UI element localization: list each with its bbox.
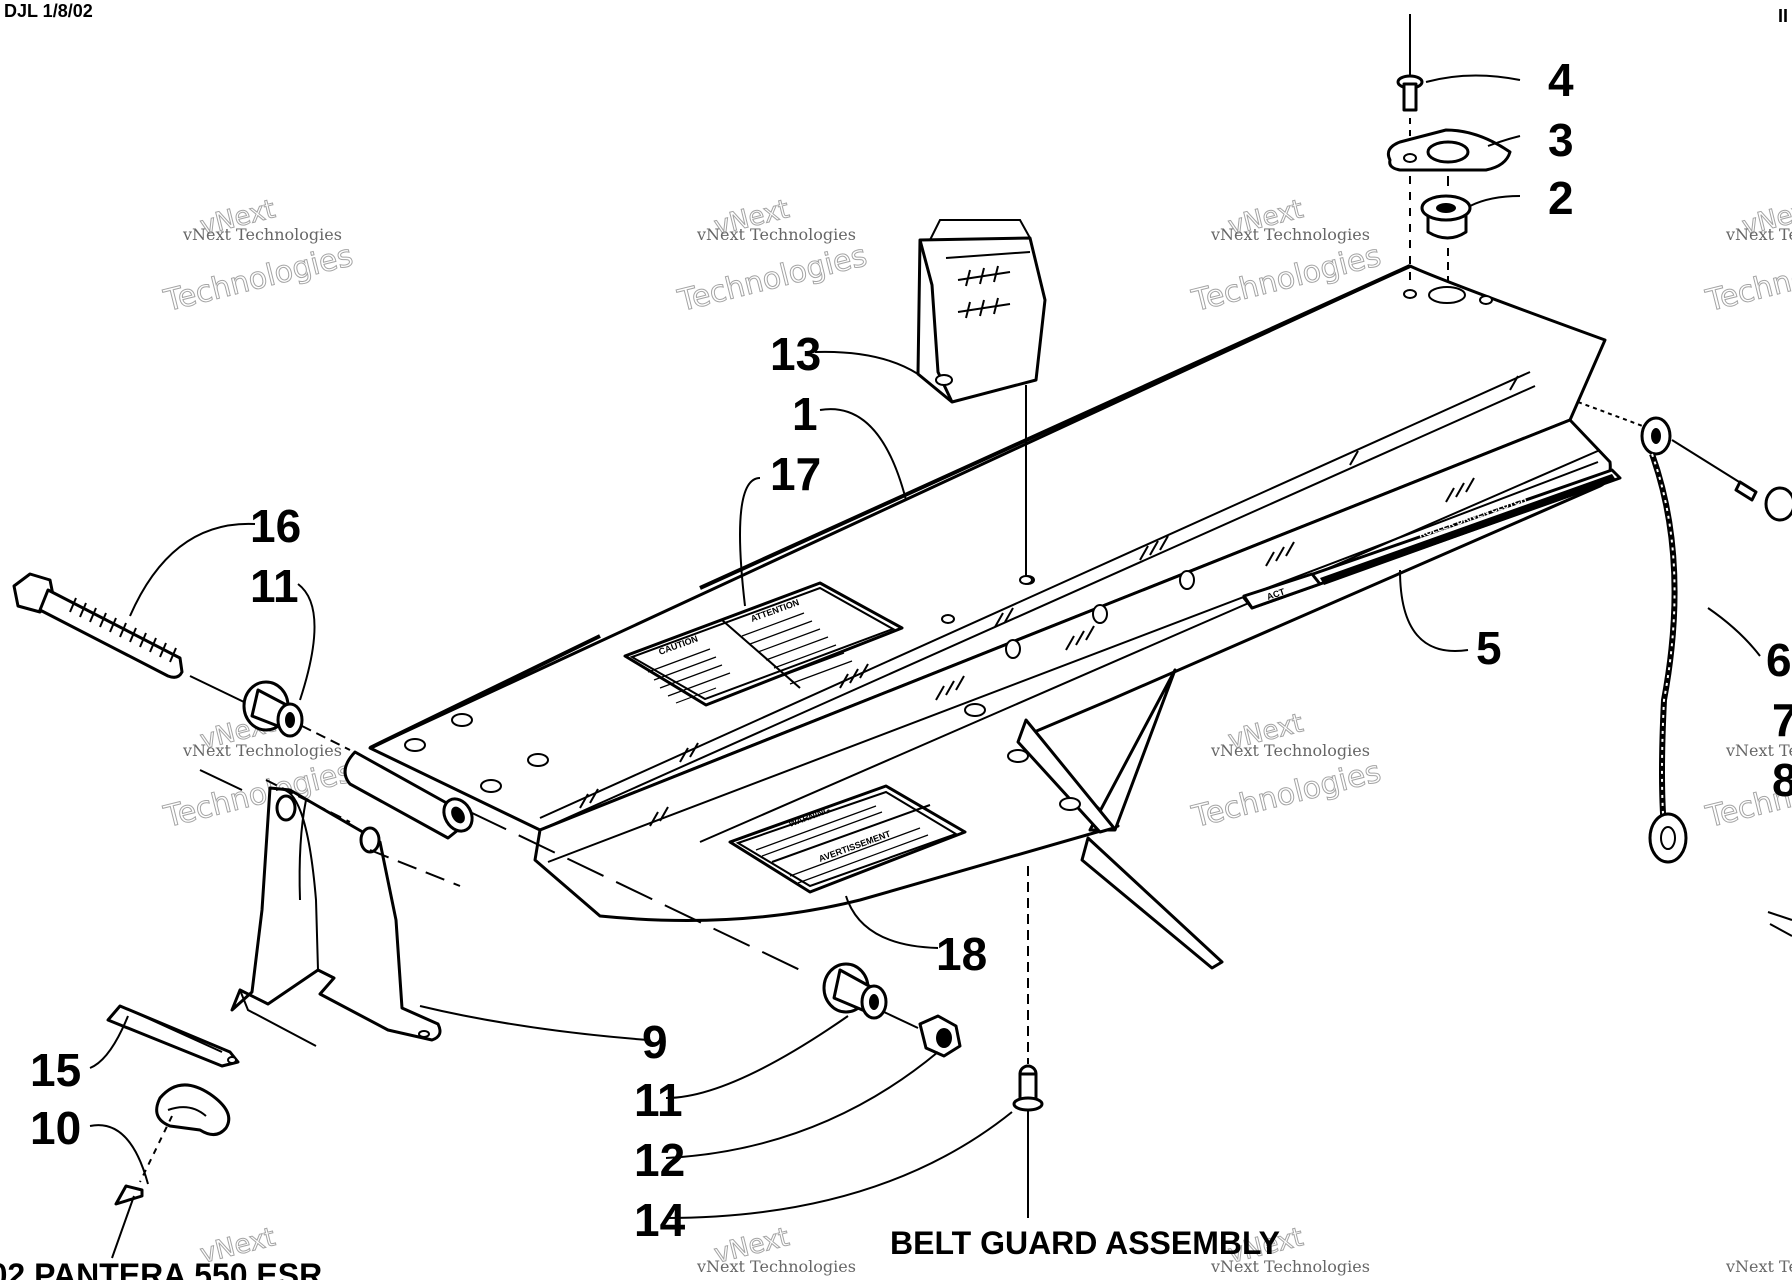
watermark-line2: vNext Technologies [182,741,342,760]
watermark-line2: vNext Technologies [182,225,342,244]
caution-decal: CAUTION ATTENTION [623,581,904,707]
grommet-2 [1420,194,1472,240]
watermark-line2: vNext Technologies [696,225,856,244]
callout-11-lower: 11 [634,1074,683,1126]
roller-driven-clutch-decal: ACT ROLLER DRIVEN CLUTCH [1242,468,1622,610]
callout-2: 2 [1548,172,1574,224]
watermark-line2: vNext Technologies [1725,1257,1792,1276]
callout-17: 17 [770,448,821,500]
watermark-line3: Technologies [1702,238,1792,319]
watermark-line2: vNext Technologies [696,1257,856,1276]
callout-5: 5 [1476,622,1502,674]
plate-3 [1386,128,1512,172]
callout-12: 12 [634,1134,685,1186]
rivet-14 [1012,866,1044,1218]
corner-mark: II [1778,6,1788,26]
watermark-line2: vNext Technologies [1210,225,1370,244]
assembly-title: BELT GUARD ASSEMBLY [890,1225,1280,1261]
model-footer: '02 PANTERA 550 ESR [0,1257,322,1280]
callout-3: 3 [1548,114,1574,166]
bracket-9 [199,769,461,1047]
watermark-line2: vNext Technologies [1725,225,1792,244]
rivet-10 [111,1083,231,1259]
rivet-4 [1396,14,1424,112]
leader-lines [89,74,1761,1219]
tether-6 [1577,401,1792,937]
callout-1: 1 [792,388,818,440]
callout-9: 9 [642,1016,668,1068]
callout-13: 13 [770,328,821,380]
watermark-line3: Technologies [160,238,356,319]
callout-8: 8 [1772,754,1792,806]
bushing-11-lower [822,962,888,1020]
watermark-line3: Technologies [1188,754,1384,835]
warning-decal: WARNING AVERTISSEMENT [728,784,967,894]
callout-11-upper: 11 [250,560,299,612]
watermark-line2: vNext Technologies [1210,741,1370,760]
callout-10: 10 [30,1102,81,1154]
nut-12 [918,1014,962,1058]
callout-15: 15 [30,1044,81,1096]
plate-15 [106,1004,240,1068]
callout-18: 18 [936,928,987,980]
callout-7: 7 [1772,694,1792,746]
watermark-line2: vNext Technologies [1210,1257,1370,1276]
callout-6: 6 [1766,634,1792,686]
bushing-11-upper [242,680,304,738]
spacer-tube [343,750,474,840]
callout-labels: 1 2 3 4 5 6 7 8 9 10 11 11 12 13 14 15 1… [30,54,1792,1246]
bolt-16 [12,572,245,703]
callout-4: 4 [1548,54,1574,106]
drawing-code: DJL 1/8/02 [4,1,93,21]
callout-14: 14 [634,1194,686,1246]
callout-16: 16 [250,500,301,552]
watermark-line2: vNext Technologies [1725,741,1792,760]
watermark-line3: Technologies [674,238,870,319]
